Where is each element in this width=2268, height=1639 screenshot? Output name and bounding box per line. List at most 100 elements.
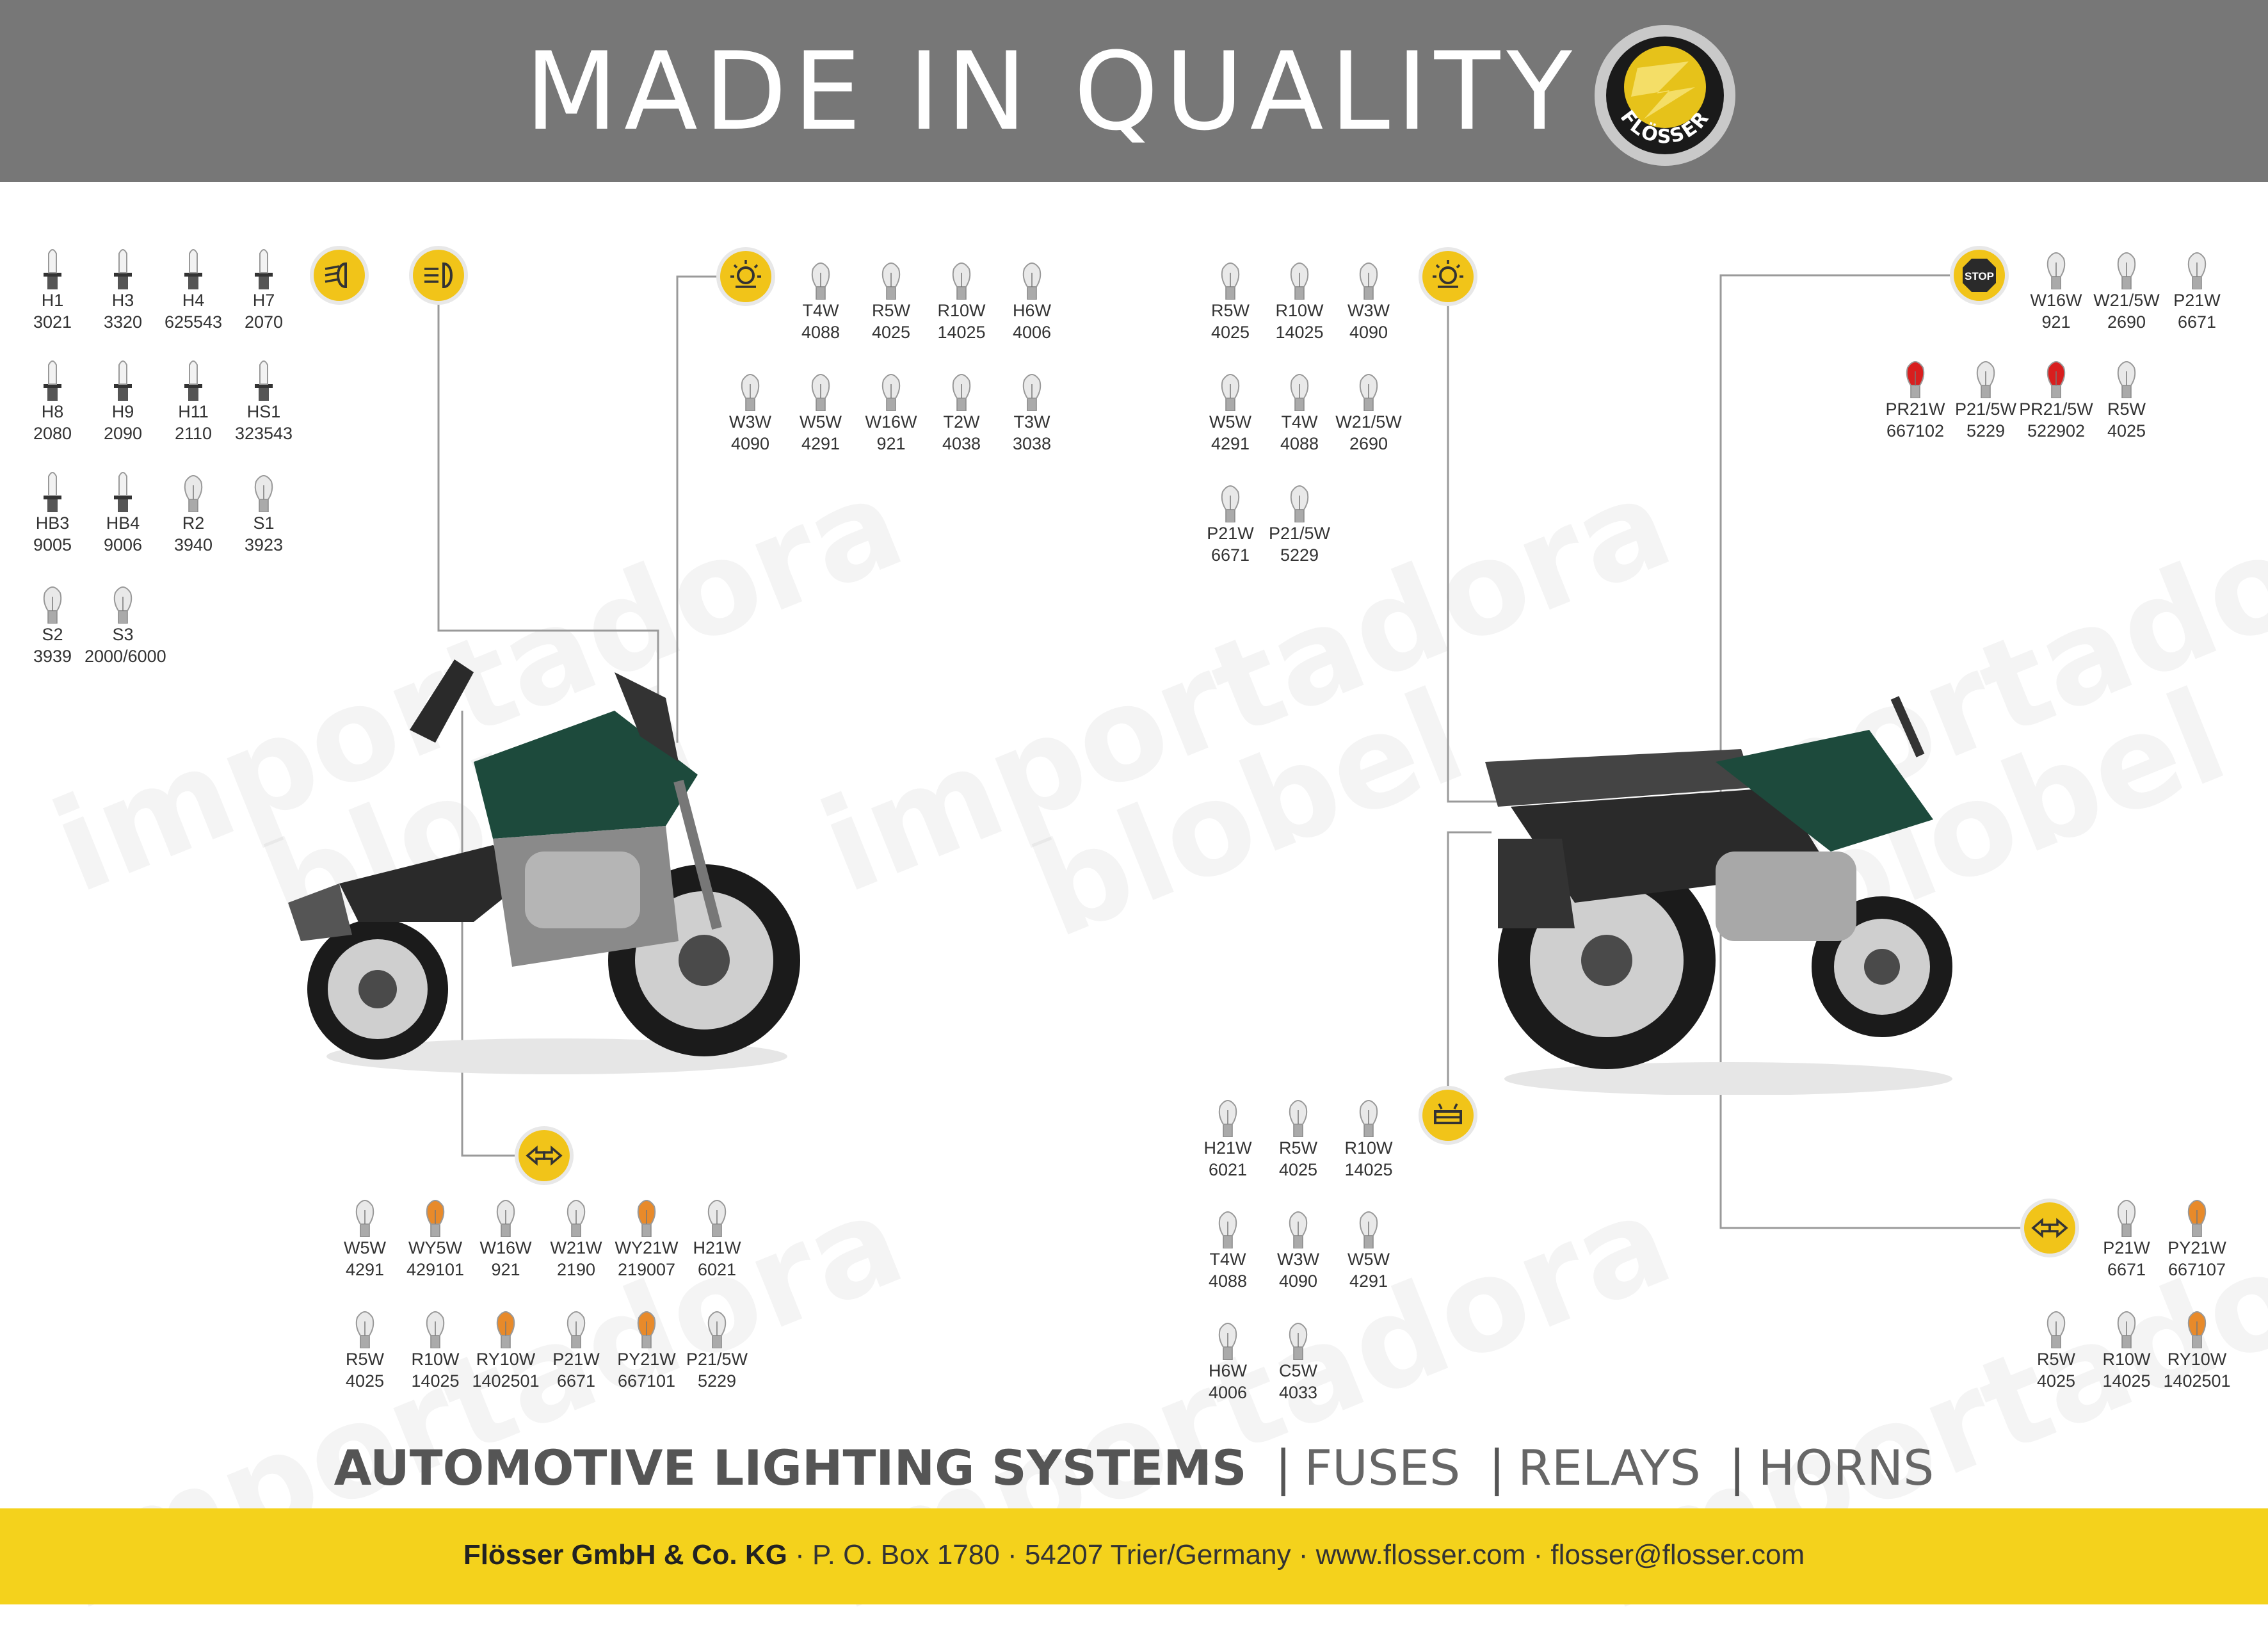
bulb-icon bbox=[14, 243, 91, 289]
bulb-icon bbox=[2088, 243, 2165, 289]
bulb-icon bbox=[84, 466, 161, 512]
tagline-separator: | bbox=[1488, 1439, 1506, 1496]
bulb-type: HB3 bbox=[35, 513, 70, 533]
bulb-icon bbox=[14, 577, 91, 624]
bulb-icon bbox=[2159, 1302, 2235, 1348]
bulb-type: W21W bbox=[550, 1238, 602, 1257]
bulb-icon bbox=[782, 365, 859, 411]
bulb-code: 1402501 bbox=[2163, 1371, 2231, 1391]
bulb-code: 2000/6000 bbox=[84, 647, 166, 666]
stop-label: STOP bbox=[1965, 270, 1994, 282]
bulb-icon bbox=[2018, 243, 2095, 289]
low-beam-icon bbox=[413, 250, 464, 301]
stop-light-icon: STOP bbox=[1954, 250, 2005, 301]
bulb-icon bbox=[326, 1302, 403, 1348]
bulb-icon bbox=[923, 365, 1000, 411]
bulb-icon bbox=[14, 355, 91, 401]
bulb-type: T2W bbox=[943, 412, 980, 432]
bulb-type: R5W bbox=[1279, 1138, 1317, 1158]
bulb-type: H3 bbox=[111, 291, 134, 310]
bulb-type: C5W bbox=[1279, 1361, 1317, 1380]
bulb-code: 14025 bbox=[1275, 323, 1324, 342]
bulb-type: W21/5W bbox=[1335, 412, 1402, 432]
bulb-code: 625543 bbox=[164, 312, 223, 332]
tagline-separator: | bbox=[1728, 1439, 1746, 1496]
bulb-code: 429101 bbox=[406, 1260, 465, 1279]
bulb-code: 6671 bbox=[2177, 312, 2217, 332]
bulb-icon bbox=[14, 466, 91, 512]
bulb-icon bbox=[84, 355, 161, 401]
bulb-icon bbox=[397, 1302, 474, 1348]
bulb-icon bbox=[155, 243, 232, 289]
bulb-icon bbox=[1261, 476, 1338, 522]
bulb-code: 4025 bbox=[345, 1371, 385, 1391]
bulb-type: T3W bbox=[1013, 412, 1050, 432]
bulb-item: P21/5W 5229 bbox=[1947, 352, 2024, 442]
bulb-icon bbox=[1260, 1091, 1337, 1137]
bulb-code: 14025 bbox=[937, 323, 986, 342]
bulb-type: R2 bbox=[182, 513, 205, 533]
bulb-code: 4291 bbox=[1210, 434, 1250, 453]
bulb-code: 2070 bbox=[244, 312, 284, 332]
bulb-icon bbox=[538, 1302, 615, 1348]
tagline: AUTOMOTIVE LIGHTING SYSTEMS |FUSES |RELA… bbox=[0, 1439, 2268, 1496]
bulb-icon bbox=[467, 1302, 544, 1348]
bulb-code: 4025 bbox=[1278, 1160, 1318, 1179]
bulb-item: R10W 14025 bbox=[1261, 254, 1338, 343]
bulb-code: 4038 bbox=[942, 434, 981, 453]
bulb-type: P21/5W bbox=[686, 1350, 748, 1369]
bulb-code: 3021 bbox=[33, 312, 72, 332]
footer-address: · P. O. Box 1780 · 54207 Trier/Germany ·… bbox=[787, 1539, 1805, 1570]
bulb-type: H21W bbox=[693, 1238, 741, 1257]
footer-company: Flösser GmbH & Co. KG bbox=[463, 1539, 787, 1570]
bulb-icon bbox=[782, 254, 859, 300]
bulb-icon bbox=[467, 1191, 544, 1237]
bulb-code: 5229 bbox=[1966, 421, 2006, 440]
turn-signal-rear-icon bbox=[2024, 1202, 2075, 1254]
bulb-code: 4006 bbox=[1208, 1383, 1248, 1402]
bulb-code: 3939 bbox=[33, 647, 72, 666]
bulb-type: R5W bbox=[2107, 400, 2146, 419]
bulb-icon bbox=[2018, 352, 2095, 398]
bulb-type: PR21W bbox=[1885, 400, 1945, 419]
bulb-icon bbox=[1261, 365, 1338, 411]
bulb-code: 4006 bbox=[1012, 323, 1052, 342]
bulb-type: S1 bbox=[253, 513, 275, 533]
bulb-item: T2W 4038 bbox=[923, 365, 1000, 455]
footer-bar: Flösser GmbH & Co. KG · P. O. Box 1780 ·… bbox=[0, 1508, 2268, 1604]
bulb-type: P21/5W bbox=[1954, 400, 2017, 419]
bulb-icon bbox=[853, 254, 929, 300]
bulb-code: 4025 bbox=[1210, 323, 1250, 342]
bulb-type: R10W bbox=[1275, 301, 1324, 320]
bulb-type: W5W bbox=[344, 1238, 386, 1257]
bulb-code: 9006 bbox=[103, 535, 143, 554]
bulb-code: 219007 bbox=[617, 1260, 676, 1279]
bulb-type: R5W bbox=[2037, 1350, 2075, 1369]
